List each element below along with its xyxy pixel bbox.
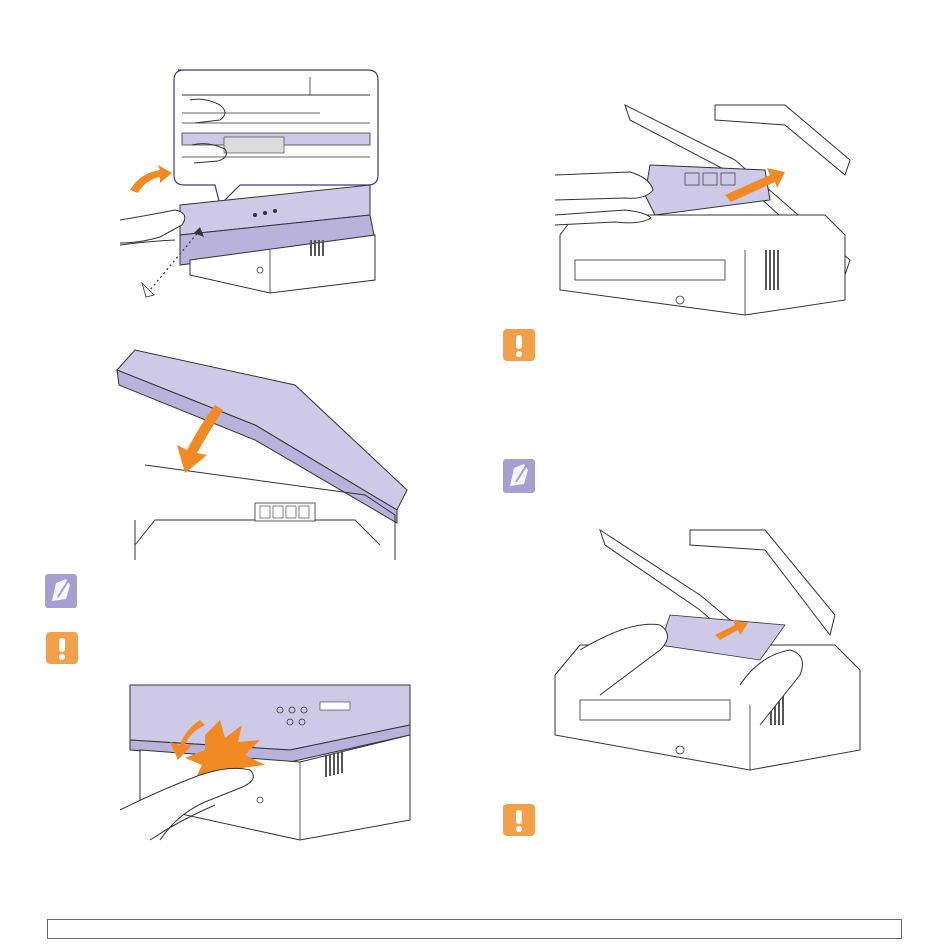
caution-icon (502, 328, 536, 362)
caution-icon (45, 631, 79, 665)
remove-jammed-paper-figure (550, 525, 865, 775)
note-icon (502, 458, 536, 494)
open-scan-unit-figure (120, 65, 390, 310)
close-scan-unit-figure (120, 680, 412, 845)
caution-icon (502, 803, 536, 837)
note-icon (44, 573, 78, 609)
page-footer-bar (47, 919, 902, 939)
remove-toner-figure (555, 100, 855, 315)
scan-unit-raised-figure (115, 345, 410, 560)
